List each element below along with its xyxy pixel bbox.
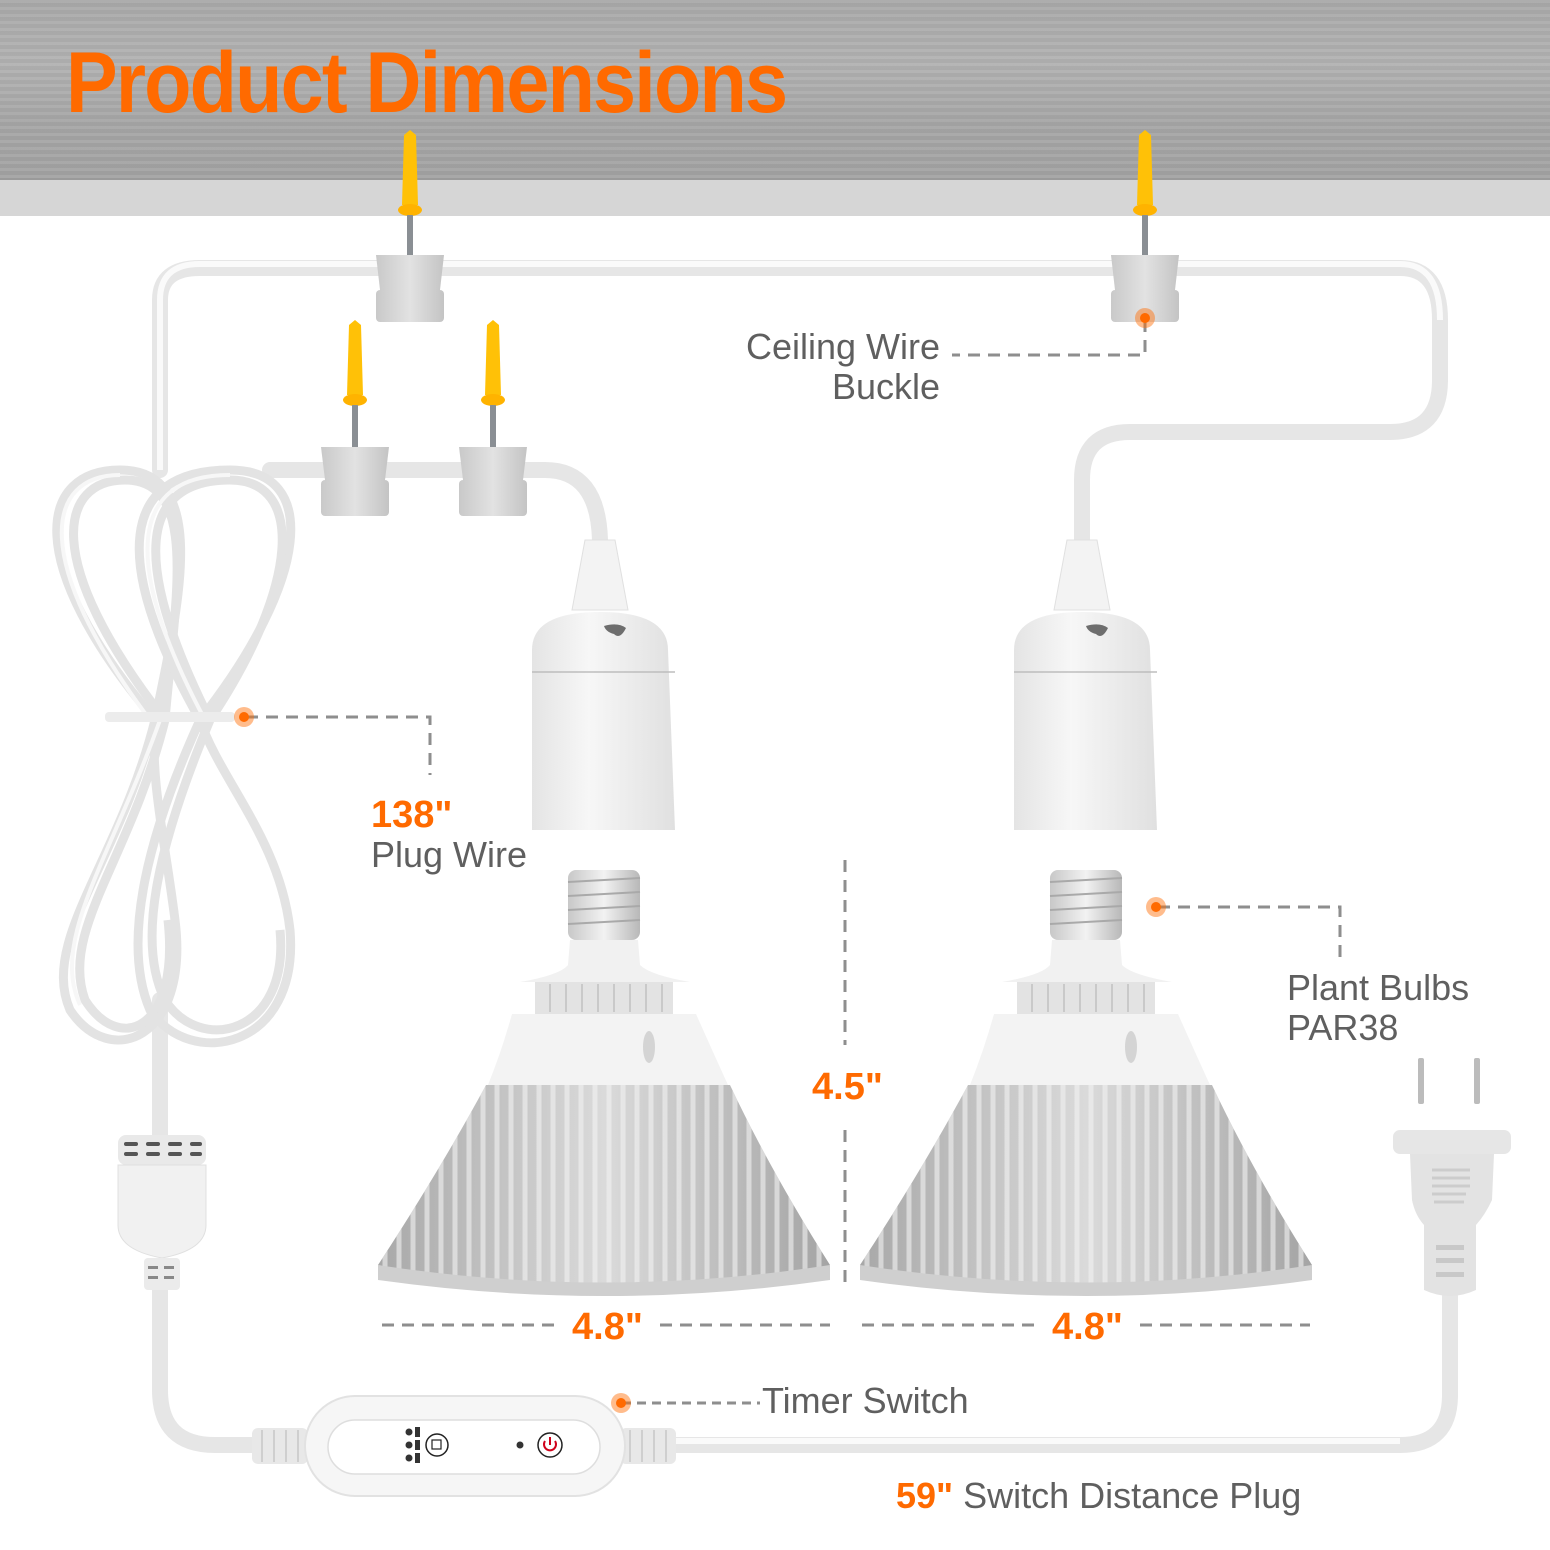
wall-anchor-icon [402,130,418,205]
plug-wire-label: Plug Wire [371,834,528,875]
buckle-mid-right [459,320,527,516]
buckle-top-left [376,130,444,322]
callout-ceiling-wire-buckle: Ceiling Wire Buckle [700,327,940,407]
bulb-left-width-dimension: 4.8" [572,1306,643,1348]
page-title: Product Dimensions [66,35,788,131]
ceiling-buckle-line1: Ceiling Wire [745,326,940,367]
plant-bulb-left [378,870,830,1296]
ceiling-buckle-line2: Buckle [831,366,940,407]
power-cord [152,260,1458,1453]
callout-plant-bulbs: Plant Bulbs PAR38 [1287,968,1469,1048]
leader-lines [246,320,1342,1405]
plant-bulbs-line2: PAR38 [1287,1007,1399,1048]
plant-bulbs-line1: Plant Bulbs [1287,967,1470,1008]
power-indicator-led [516,1441,524,1449]
power-icon [537,1432,563,1458]
coiled-plug-wire [52,465,296,1048]
timer-indicator-leds [405,1427,420,1463]
switch-distance-label: Switch Distance Plug [963,1475,1302,1516]
buckle-mid-left [321,320,389,516]
callout-switch-distance: 59" Switch Distance Plug [896,1476,1301,1516]
callout-timer-switch: Timer Switch [762,1380,969,1421]
buckle-top-right [1111,130,1179,322]
bulb-height-dimension: 4.5" [812,1066,883,1108]
wall-anchor-icon [347,320,363,395]
plant-bulb-right [860,870,1312,1296]
lamp-socket-left [532,539,675,830]
callout-plug-wire: 138" Plug Wire [371,795,527,875]
callout-dots [234,308,1166,1413]
ceiling-background [0,0,1550,178]
cable-tie [105,712,235,722]
switch-distance-length: 59" [896,1475,954,1516]
timer-switch [252,1395,676,1497]
plug-wire-length: 138" [371,794,453,836]
bulb-right-width-dimension: 4.8" [1052,1306,1123,1348]
wall-anchor-icon [1137,130,1153,205]
lamp-socket-right [1014,539,1157,830]
timer-mode-icon [425,1433,449,1457]
power-plug [1393,1058,1511,1296]
cord-splitter [117,1135,207,1290]
wall-anchor-icon [485,320,501,395]
ceiling-edge [0,178,1550,216]
